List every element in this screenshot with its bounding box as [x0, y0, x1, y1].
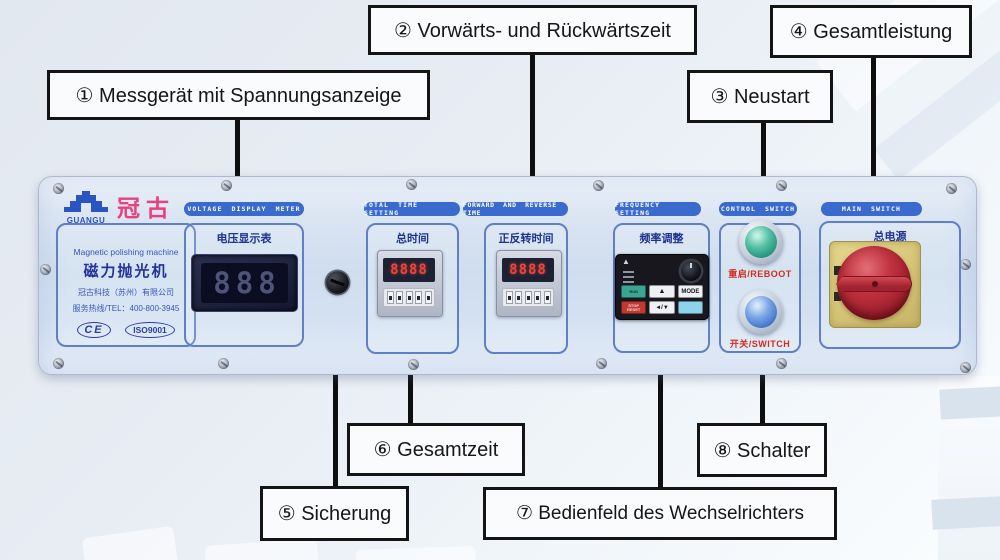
- thumbwheel[interactable]: [515, 291, 522, 304]
- screw-icon: [946, 183, 957, 194]
- callout-line-6: [408, 356, 413, 424]
- ce-badge: CE: [77, 322, 111, 338]
- control-panel: GUANGU 冠古 VOLTAGE DISPLAY METER TOTAL TI…: [38, 176, 977, 375]
- main-power-label: 总电源: [873, 231, 907, 243]
- callout-restart: ③ Neustart: [687, 70, 833, 123]
- guangu-logo-icon: [64, 191, 108, 212]
- timer-digits: 8888: [390, 262, 428, 278]
- machine-name-cn: 磁力抛光机: [83, 263, 169, 280]
- screw-icon: [40, 264, 51, 275]
- thumbwheel[interactable]: [386, 291, 394, 304]
- frequency-knob[interactable]: [680, 260, 702, 282]
- screw-icon: [596, 358, 607, 369]
- screw-icon: [406, 179, 417, 190]
- callout-line-1: [235, 119, 240, 215]
- screw-icon: [960, 362, 971, 373]
- machine-name-en: Magnetic polishing machine: [73, 247, 179, 257]
- bg-band: [931, 496, 1000, 530]
- thumbwheel[interactable]: [505, 291, 513, 304]
- callout-switch: ⑧ Schalter: [697, 423, 827, 477]
- screw-icon: [593, 180, 604, 191]
- certification-badges: CE ISO9001: [58, 322, 194, 338]
- switch-button-cap: [745, 296, 777, 328]
- company-name: 冠古科技（苏州）有限公司: [78, 288, 174, 297]
- screw-icon: [776, 358, 787, 369]
- switch-button-label: 开关/SWITCH: [729, 339, 791, 349]
- thumbwheel[interactable]: [405, 291, 413, 304]
- run-button[interactable]: RUN: [621, 285, 647, 298]
- voltage-display-digits: 888: [213, 266, 281, 300]
- callout-line-4: [871, 57, 876, 216]
- reboot-button-cap: [745, 226, 777, 258]
- strip-frequency-setting: FREQUENCY SETTING: [615, 201, 701, 217]
- strip-voltage-display-meter: VOLTAGE DISPLAY METER: [184, 202, 304, 216]
- voltage-meter-label: 电压显示表: [216, 233, 272, 245]
- screw-icon: [776, 180, 787, 191]
- callout-forward-reverse-time: ② Vorwärts- und Rückwärtszeit: [368, 5, 697, 55]
- frequency-label: 频率调整: [639, 233, 684, 245]
- up-arrow-button[interactable]: ▲: [649, 285, 675, 298]
- total-time-timer[interactable]: 8888: [377, 250, 443, 317]
- reboot-button[interactable]: [739, 220, 783, 264]
- screw-icon: [53, 183, 64, 194]
- forward-reverse-timer[interactable]: 8888: [496, 250, 562, 317]
- inverter-keypad: ▲ RUN ▲ MODE STOP RESET ◄/▼: [615, 254, 709, 320]
- switch-button[interactable]: [739, 290, 783, 334]
- service-hotline: 服务热线/TEL：400-800-3945: [72, 304, 180, 313]
- brand-info-card: Magnetic polishing machine 磁力抛光机 冠古科技（苏州…: [56, 223, 196, 347]
- stop-reset-button[interactable]: STOP RESET: [621, 301, 647, 314]
- screw-icon: [53, 358, 64, 369]
- thumbwheel[interactable]: [534, 291, 541, 304]
- callout-line-3: [761, 122, 766, 215]
- iso9001-badge: ISO9001: [125, 322, 175, 338]
- thumbwheel[interactable]: [415, 291, 422, 304]
- reboot-button-label: 重启/REBOOT: [728, 269, 792, 279]
- callout-inverter-panel: ⑦ Bedienfeld des Wechselrichters: [483, 487, 837, 540]
- strip-forward-reverse-time: FORWARD AND REVERSE TIME: [463, 201, 568, 217]
- callout-line-8: [760, 356, 765, 424]
- callout-fuse: ⑤ Sicherung: [260, 486, 409, 541]
- timer-digits: 8888: [509, 262, 547, 278]
- timer-display: 8888: [502, 258, 554, 282]
- thumbwheel[interactable]: [424, 291, 432, 304]
- brand-cn-name: 冠古: [117, 195, 175, 221]
- voltage-display-window: 888: [201, 263, 288, 303]
- callout-total-time: ⑥ Gesamtzeit: [347, 423, 525, 476]
- voltage-display-meter: 888: [191, 254, 298, 312]
- aux-button[interactable]: [677, 301, 703, 314]
- strip-total-time-setting: TOTAL TIME SETTING: [364, 201, 460, 217]
- strip-control-switch: CONTROL SWITCH: [719, 202, 797, 216]
- callout-total-power: ④ Gesamtleistung: [770, 5, 972, 58]
- main-rotary-switch-handle[interactable]: [836, 276, 912, 292]
- thumbwheel[interactable]: [524, 291, 532, 304]
- bg-keycap-shape: [81, 525, 179, 560]
- thumbwheel[interactable]: [543, 291, 551, 304]
- brand-name: GUANGU: [66, 216, 106, 225]
- down-arrow-button[interactable]: ◄/▼: [649, 301, 675, 314]
- timer-thumbwheels[interactable]: [502, 288, 554, 307]
- screw-icon: [408, 359, 419, 370]
- total-time-label: 总时间: [396, 233, 429, 245]
- screw-icon: [218, 358, 229, 369]
- callout-voltage-meter: ① Messgerät mit Spannungsanzeige: [47, 70, 430, 120]
- bg-keycap-shape: [204, 538, 320, 560]
- screw-icon: [960, 259, 971, 270]
- screw-icon: [221, 180, 232, 191]
- led-indicator-labels: [623, 271, 634, 283]
- mode-button[interactable]: MODE: [677, 285, 703, 298]
- timer-thumbwheels[interactable]: [383, 288, 435, 307]
- callout-line-7: [658, 356, 663, 488]
- delta-logo-icon: ▲: [622, 257, 630, 266]
- callout-line-2: [530, 54, 535, 211]
- keypad-buttons: RUN ▲ MODE STOP RESET ◄/▼: [621, 285, 703, 314]
- bg-keycap-shape: [355, 545, 477, 560]
- fuse-holder[interactable]: [326, 271, 349, 294]
- timer-display: 8888: [383, 258, 435, 282]
- forward-reverse-label: 正反转时间: [498, 233, 554, 245]
- callout-line-5: [333, 303, 338, 487]
- bg-band: [939, 386, 1000, 420]
- thumbwheel[interactable]: [396, 291, 403, 304]
- strip-main-switch: MAIN SWITCH: [821, 202, 922, 216]
